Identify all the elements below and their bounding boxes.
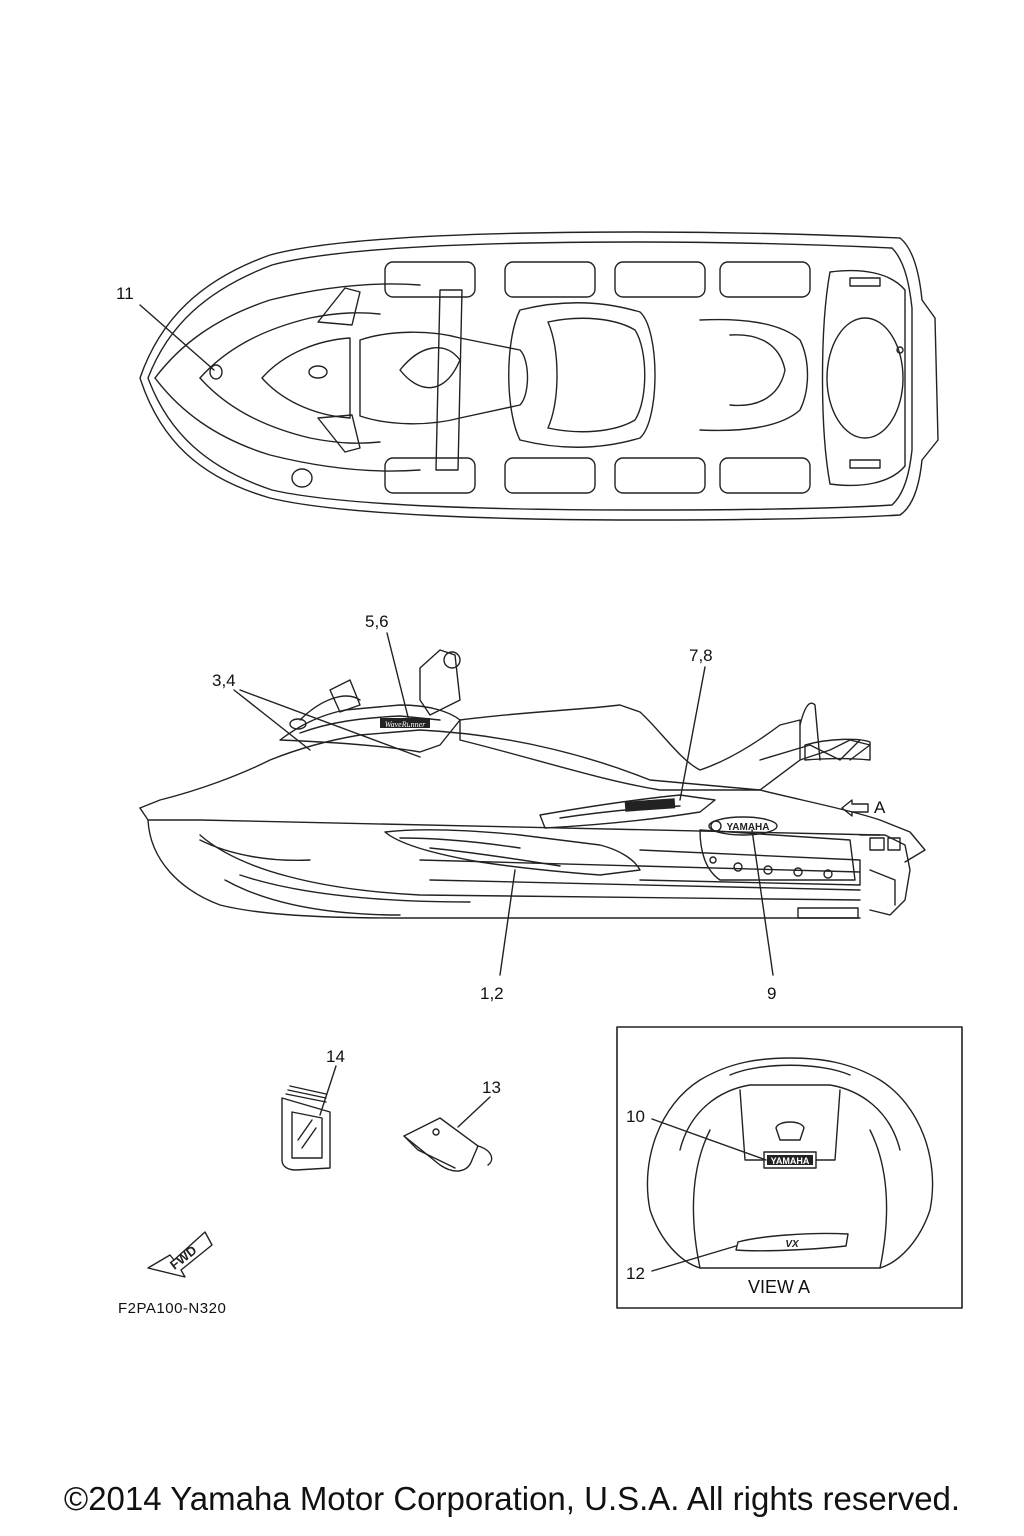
side-view-watercraft: WaveRunner YAMAHA xyxy=(139,649,926,919)
leader-line-7-8 xyxy=(679,666,706,801)
leader-line-3-4-a xyxy=(233,689,311,751)
part-13-holder xyxy=(403,1117,493,1172)
callout-11: 11 xyxy=(116,284,134,303)
view-a-stern-detail: YAMAHA VX xyxy=(646,1057,934,1269)
leader-line-5-6 xyxy=(386,632,411,726)
view-a-arrow-icon xyxy=(841,799,869,817)
callout-7-8: 7,8 xyxy=(689,646,713,665)
copyright-notice: ©2014 Yamaha Motor Corporation, U.S.A. A… xyxy=(63,1480,961,1517)
leader-line-1-2 xyxy=(499,869,516,976)
leader-line-12 xyxy=(651,1245,737,1272)
callout-5-6: 5,6 xyxy=(365,612,389,631)
callout-13: 13 xyxy=(482,1078,501,1097)
leader-line-11 xyxy=(139,304,215,371)
view-a-caption: VIEW A xyxy=(748,1277,811,1297)
view-a-frame xyxy=(616,1026,963,1309)
callout-view-a: A xyxy=(874,798,886,817)
leader-line-13 xyxy=(457,1096,491,1128)
callout-10: 10 xyxy=(626,1107,645,1126)
leader-line-9 xyxy=(751,829,774,976)
part-11-marker xyxy=(209,364,223,380)
leader-line-10 xyxy=(651,1118,767,1161)
callout-14: 14 xyxy=(326,1047,345,1066)
callout-1-2: 1,2 xyxy=(480,984,504,1003)
decal-vx-rear: VX xyxy=(785,1239,800,1250)
fwd-arrow-icon: FWD xyxy=(147,1231,213,1278)
leader-line-3-4-b xyxy=(239,689,421,758)
callout-3-4: 3,4 xyxy=(212,671,236,690)
figure-code: F2PA100-N320 xyxy=(118,1300,227,1317)
decal-brand-side: YAMAHA xyxy=(727,822,770,833)
part-14-pouch xyxy=(281,1085,331,1171)
callout-12: 12 xyxy=(626,1264,645,1283)
leader-line-14 xyxy=(319,1065,337,1116)
decal-waverunner-text: WaveRunner xyxy=(385,720,426,729)
top-view-watercraft xyxy=(139,231,939,521)
decal-brand-rear: YAMAHA xyxy=(771,1156,810,1166)
callout-9: 9 xyxy=(767,984,777,1003)
